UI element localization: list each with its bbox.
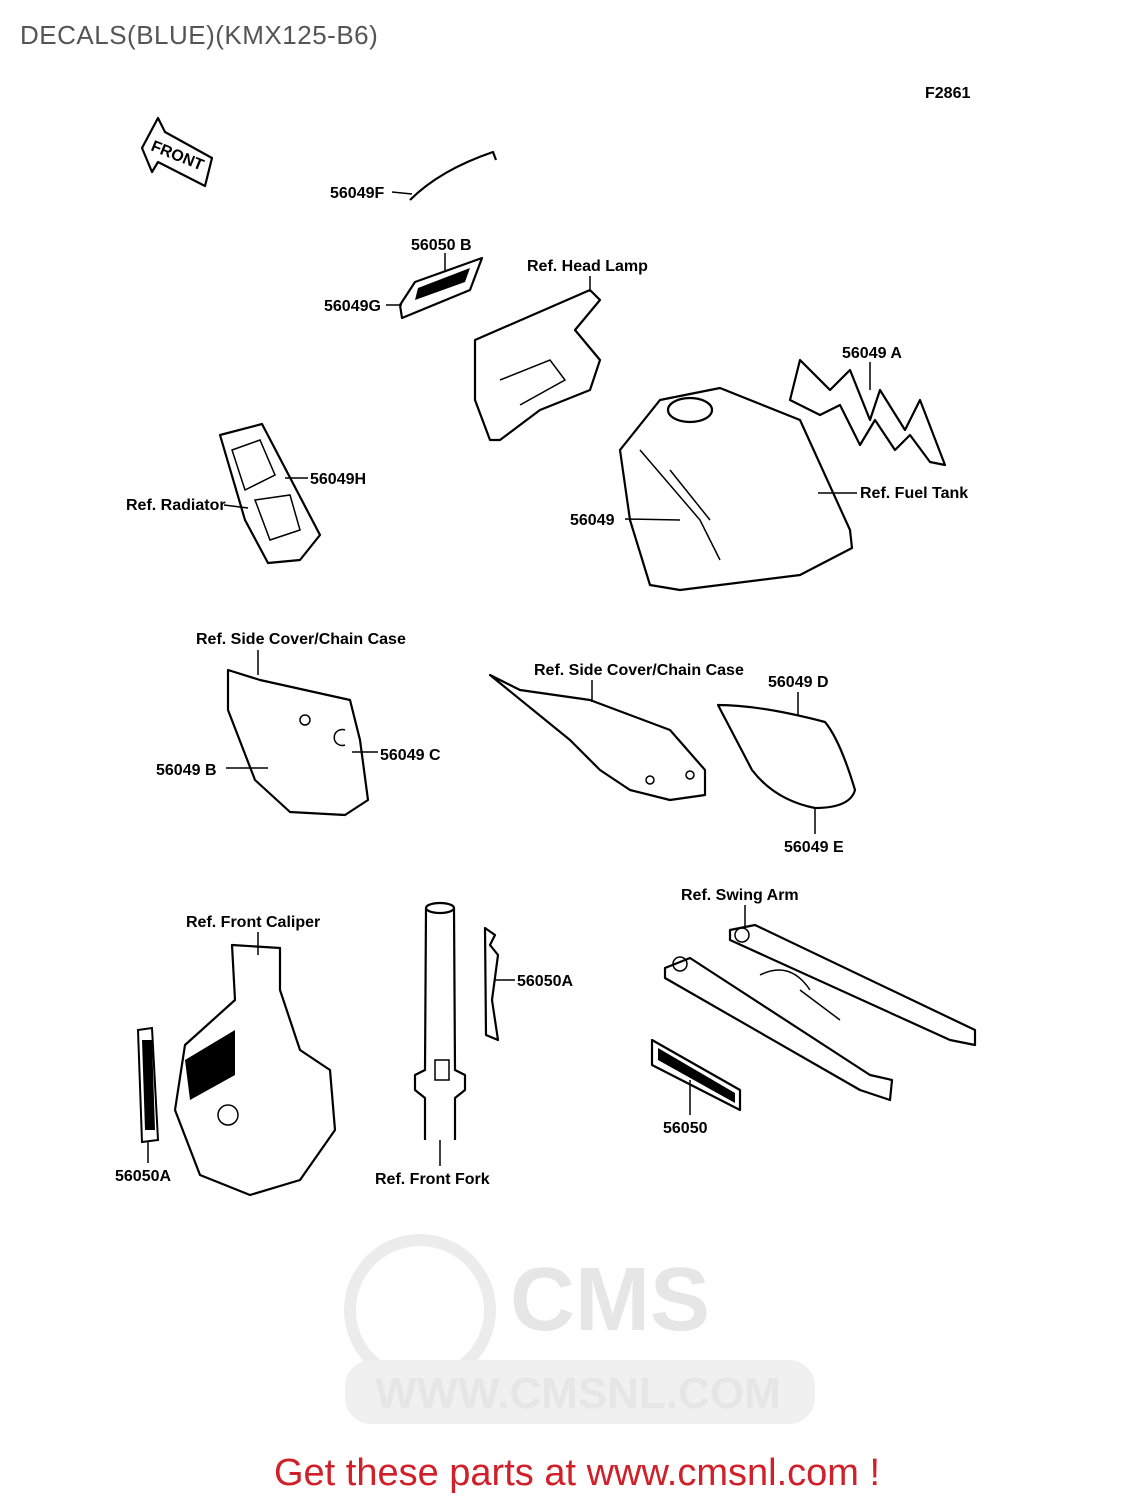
svg-text:Ref. Swing Arm: Ref. Swing Arm — [681, 887, 799, 904]
svg-text:56049: 56049 — [570, 512, 615, 529]
page-title: DECALS(BLUE)(KMX125-B6) — [20, 20, 379, 50]
svg-text:Ref. Radiator: Ref. Radiator — [126, 497, 226, 514]
decal-56049D-E: 56049 D 56049 E — [716, 674, 857, 856]
svg-text:56050A: 56050A — [115, 1168, 171, 1185]
swing-arm: Ref. Swing Arm 56050 — [650, 887, 977, 1137]
svg-text:56050 B: 56050 B — [411, 237, 472, 254]
svg-text:56049 C: 56049 C — [380, 747, 441, 764]
svg-text:FRONT: FRONT — [149, 138, 207, 174]
front-arrow-icon: FRONT — [140, 116, 214, 188]
head-lamp: Ref. Head Lamp — [473, 258, 648, 442]
svg-text:56049F: 56049F — [330, 185, 384, 202]
watermark-url: WWW.CMSNL.COM — [375, 1369, 781, 1418]
svg-text:56049G: 56049G — [324, 298, 381, 315]
radiator-shroud: 56049H Ref. Radiator — [126, 422, 366, 565]
watermark: CMS WWW.CMSNL.COM — [344, 1234, 815, 1424]
decal-56050B-56049G: 56050 B 56049G — [324, 237, 484, 320]
watermark-logo: CMS — [510, 1250, 710, 1350]
svg-text:Ref. Head Lamp: Ref. Head Lamp — [527, 258, 648, 275]
svg-text:56049H: 56049H — [310, 471, 366, 488]
chain-case: Ref. Side Cover/Chain Case — [488, 662, 744, 802]
svg-text:Ref. Front Fork: Ref. Front Fork — [375, 1171, 490, 1188]
svg-text:Ref. Front Caliper: Ref. Front Caliper — [186, 914, 320, 931]
svg-text:56049 E: 56049 E — [784, 839, 844, 856]
footer-link[interactable]: Get these parts at www.cmsnl.com ! — [273, 1452, 881, 1494]
left-side-cover: Ref. Side Cover/Chain Case 56049 C 56049… — [156, 631, 441, 817]
svg-text:Ref. Side Cover/Chain Case: Ref. Side Cover/Chain Case — [196, 631, 406, 648]
figure-code: F2861 — [925, 85, 970, 102]
front-fork: Ref. Front Fork 56050A — [375, 901, 573, 1188]
svg-text:Ref. Side Cover/Chain Case: Ref. Side Cover/Chain Case — [534, 662, 744, 679]
svg-text:56049 D: 56049 D — [768, 674, 829, 691]
svg-text:56049 B: 56049 B — [156, 762, 217, 779]
decal-56049A: 56049 A — [788, 345, 947, 467]
svg-text:Ref. Fuel Tank: Ref. Fuel Tank — [860, 485, 968, 502]
fuel-tank: 56049 Ref. Fuel Tank — [570, 386, 968, 592]
svg-text:56050: 56050 — [663, 1120, 708, 1137]
decal-56049F: 56049F — [330, 150, 498, 202]
svg-text:56050A: 56050A — [517, 973, 573, 990]
svg-text:56049 A: 56049 A — [842, 345, 902, 362]
front-caliper-cover: Ref. Front Caliper 56050A — [115, 914, 337, 1197]
